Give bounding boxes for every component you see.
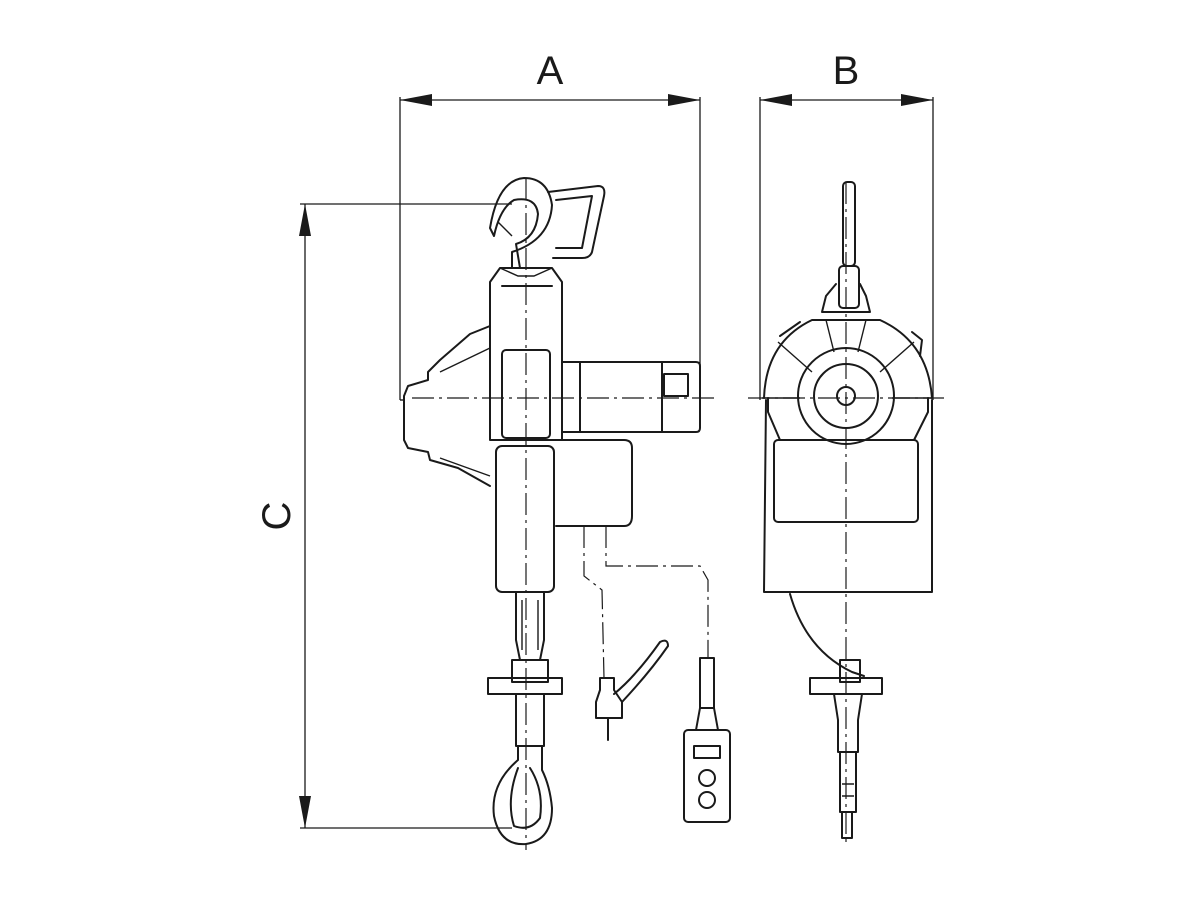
dimension-c-label: C xyxy=(255,502,299,531)
front-top-hook xyxy=(821,181,871,313)
lower-hook-assembly xyxy=(487,591,563,846)
dimension-c: C xyxy=(255,203,512,829)
front-lower-hook xyxy=(789,593,883,839)
hoist-front-view xyxy=(748,181,944,846)
top-hook xyxy=(489,177,606,269)
dimension-a: A xyxy=(399,49,701,400)
control-box xyxy=(495,439,633,593)
dimension-b-label: B xyxy=(833,49,860,93)
motor-end-cap xyxy=(400,325,491,487)
front-drum-housing xyxy=(762,319,933,593)
dimension-a-label: A xyxy=(537,49,564,93)
pendant-control xyxy=(583,526,731,823)
motor-housing xyxy=(561,361,701,433)
dimension-b: B xyxy=(759,49,934,400)
hoist-side-view xyxy=(400,177,731,850)
